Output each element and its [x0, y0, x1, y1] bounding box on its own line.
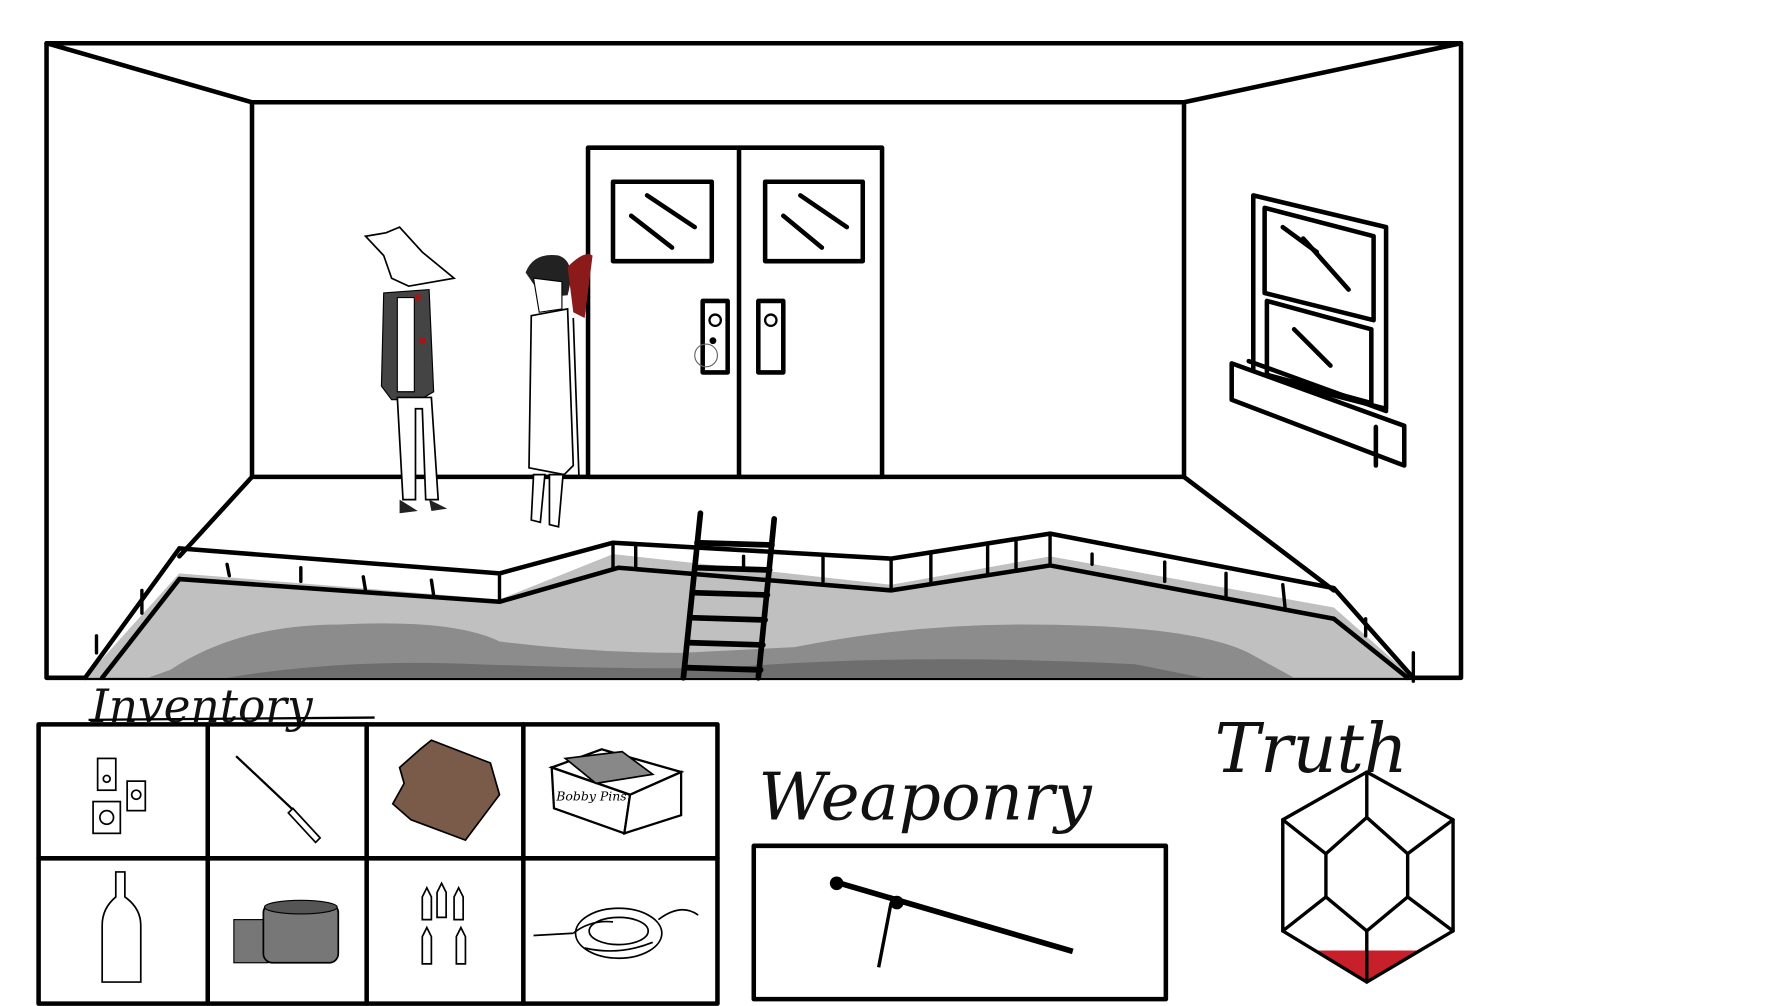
- inventory-slot-duct-tape[interactable]: [210, 861, 364, 1002]
- door-handle-right[interactable]: [756, 298, 786, 375]
- inventory-slot-bullets[interactable]: [369, 861, 521, 1002]
- bobby-pins-box-icon: Bobby Pins: [548, 748, 685, 835]
- double-door[interactable]: [585, 145, 885, 480]
- inventory-slot-bottle[interactable]: [41, 861, 207, 1002]
- inventory-slot-torn-paper[interactable]: [369, 727, 521, 856]
- truth-gem-meter: [1281, 770, 1455, 984]
- weapon-slot[interactable]: [751, 843, 1169, 1002]
- screwdriver-icon: [235, 755, 322, 844]
- window[interactable]: [1229, 193, 1407, 468]
- cursor-ring: [694, 343, 719, 368]
- room-scene: [44, 40, 1464, 683]
- rope-icon: [533, 907, 699, 960]
- door-handle-left[interactable]: [700, 298, 730, 375]
- bottle-icon: [101, 871, 142, 983]
- inventory-slot-screwdriver[interactable]: [210, 727, 364, 856]
- inventory-grid: Bobby Pins: [36, 722, 720, 1006]
- inventory-slot-electronic-components[interactable]: [41, 727, 207, 856]
- torn-paper-icon: [391, 739, 501, 842]
- weaponry-title: Weaponry: [758, 759, 1092, 836]
- character-fox[interactable]: [363, 226, 457, 514]
- ladder[interactable]: [680, 510, 778, 681]
- bullets-icon: [421, 881, 467, 965]
- bobby-pins-label: Bobby Pins: [555, 788, 626, 803]
- inventory-slot-bobby-pins[interactable]: Bobby Pins: [526, 727, 716, 856]
- electronic-components-icon: [92, 757, 147, 835]
- flooded-pit: [82, 531, 1416, 683]
- inventory-slot-rope[interactable]: [526, 861, 716, 1002]
- cane-sword-icon: [829, 876, 1074, 968]
- duct-tape-icon: [233, 899, 340, 964]
- character-woman[interactable]: [525, 254, 593, 528]
